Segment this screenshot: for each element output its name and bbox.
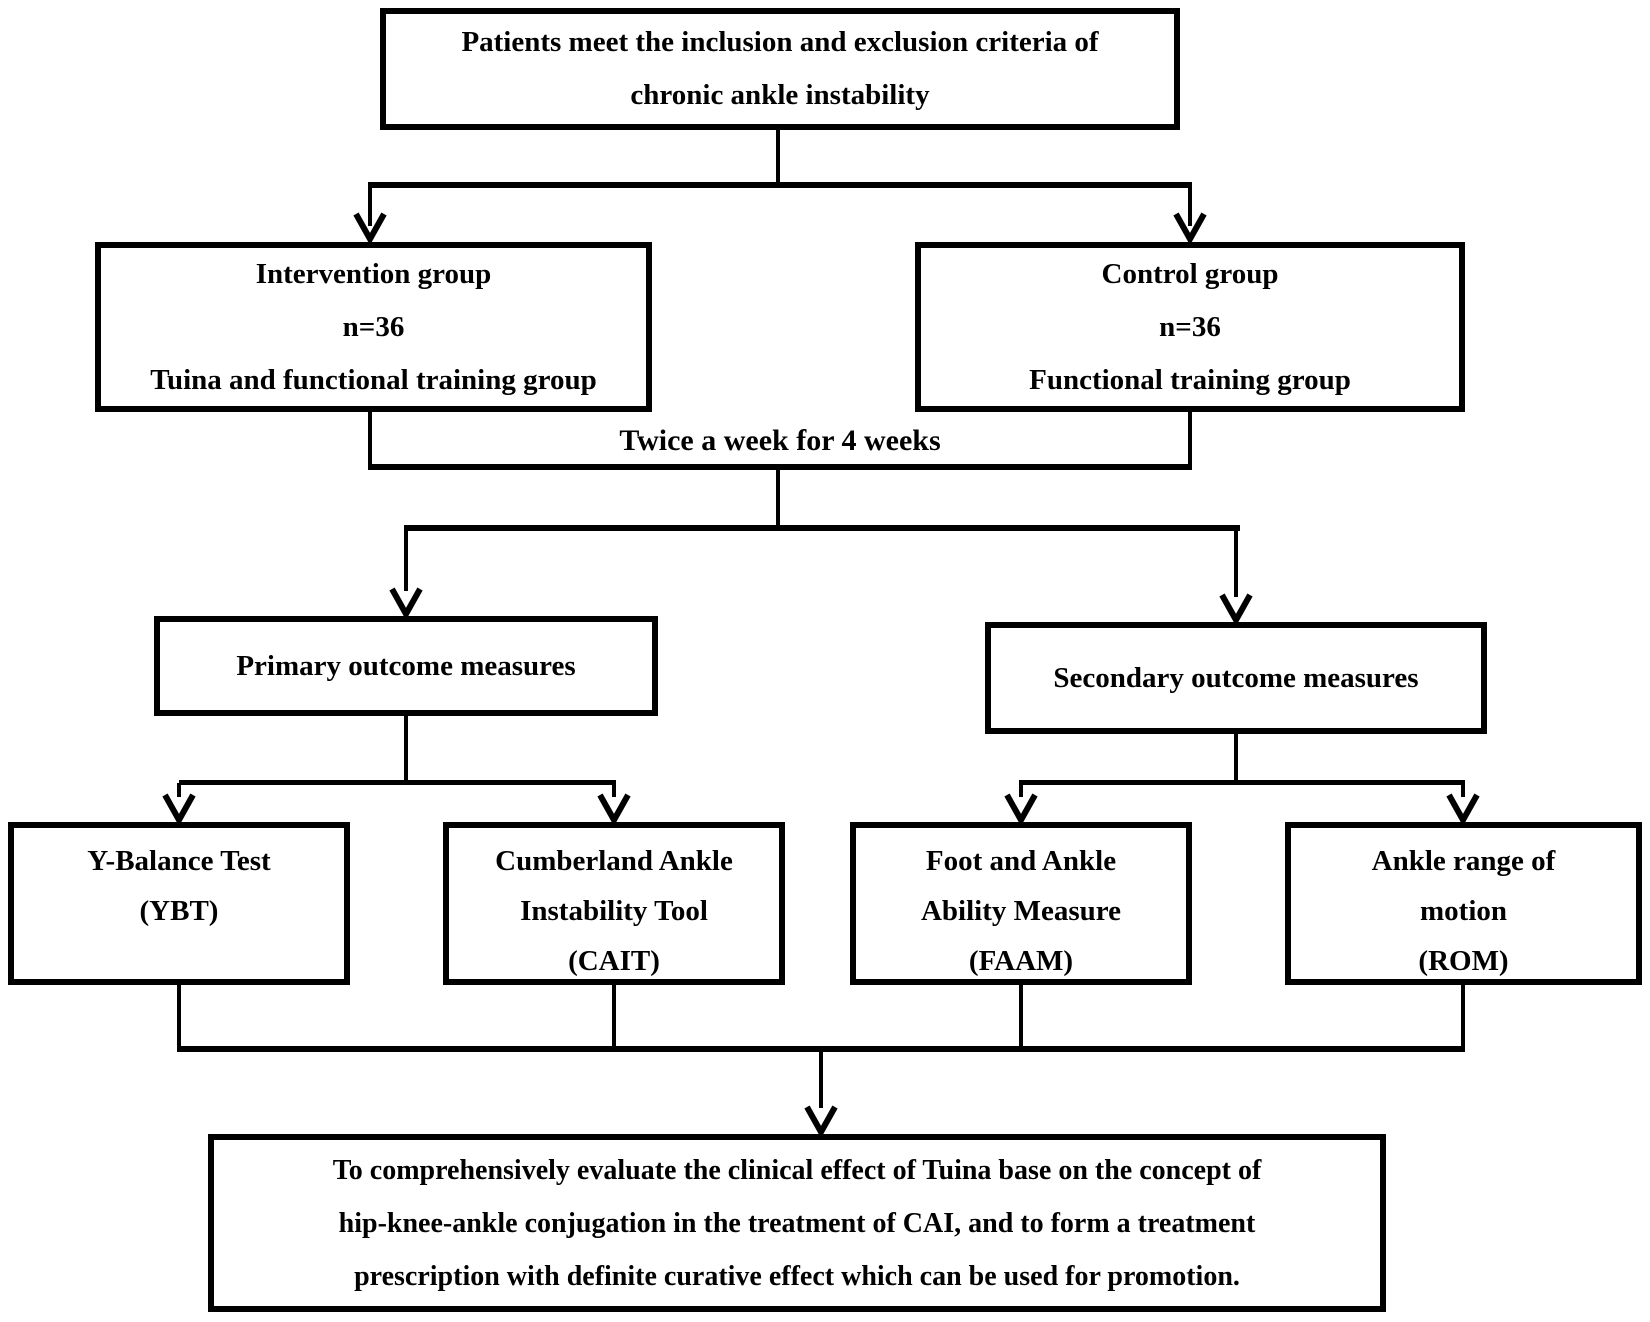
connector-control-down bbox=[1188, 412, 1192, 468]
connector-drop-control bbox=[1188, 186, 1192, 226]
node-ankle-range-of-motion: Ankle range of motion (ROM) bbox=[1285, 822, 1642, 985]
node-text-line: Ankle range of bbox=[1371, 845, 1556, 877]
node-y-balance-test: Y-Balance Test (YBT) bbox=[8, 822, 350, 985]
connector-collector-bar bbox=[177, 1046, 1465, 1052]
node-text-line: Patients meet the inclusion and exclusio… bbox=[461, 26, 1099, 58]
arrow-down-icon bbox=[353, 212, 387, 242]
node-text-line: hip-knee-ankle conjugation in the treatm… bbox=[338, 1207, 1256, 1239]
node-text-line: Instability Tool bbox=[520, 895, 708, 927]
connector-faam-down bbox=[1019, 985, 1023, 1048]
arrow-down-icon bbox=[162, 793, 196, 823]
node-text-line: Tuina and functional training group bbox=[150, 363, 597, 396]
connector-mid-stub bbox=[776, 470, 780, 527]
node-text-line: Functional training group bbox=[1029, 363, 1351, 396]
arrow-down-icon bbox=[1446, 793, 1480, 823]
node-text-line: Ability Measure bbox=[920, 895, 1122, 927]
connector-branch-secondary bbox=[1019, 780, 1465, 785]
node-intervention-group: Intervention group n=36 Tuina and functi… bbox=[95, 242, 652, 412]
node-text-line: (CAIT) bbox=[568, 945, 660, 977]
node-text-line: prescription with definite curative effe… bbox=[354, 1260, 1240, 1292]
connector-drop-secondary bbox=[1234, 531, 1238, 597]
node-text-line: chronic ankle instability bbox=[630, 79, 930, 111]
node-eligibility-criteria: Patients meet the inclusion and exclusio… bbox=[380, 8, 1180, 130]
node-text-line: motion bbox=[1420, 895, 1507, 927]
node-text-line: (YBT) bbox=[139, 895, 219, 927]
connector-drop-ybt bbox=[177, 783, 181, 797]
connector-cait-down bbox=[612, 985, 616, 1048]
edge-label-frequency: Twice a week for 4 weeks bbox=[619, 424, 941, 457]
connector-frequency-bar bbox=[368, 464, 1192, 470]
connector-top-stub bbox=[776, 130, 780, 184]
node-text-line: Foot and Ankle bbox=[925, 845, 1117, 877]
arrow-down-icon bbox=[804, 1105, 838, 1135]
connector-drop-rom bbox=[1461, 783, 1465, 797]
connector-primary-down bbox=[404, 716, 408, 782]
connector-split-outcomes bbox=[404, 525, 1240, 531]
node-text-line: Cumberland Ankle bbox=[495, 845, 733, 877]
node-secondary-outcome-measures: Secondary outcome measures bbox=[985, 622, 1487, 734]
connector-intervention-down bbox=[368, 412, 372, 468]
arrow-down-icon bbox=[1004, 793, 1038, 823]
arrow-down-icon bbox=[597, 793, 631, 823]
node-text-line: Y-Balance Test bbox=[87, 845, 271, 877]
connector-drop-primary bbox=[404, 531, 408, 591]
node-text-line: (FAAM) bbox=[968, 945, 1074, 977]
node-text-line: Secondary outcome measures bbox=[1053, 662, 1419, 694]
connector-goal-down bbox=[819, 1052, 823, 1108]
connector-ybt-down bbox=[177, 985, 181, 1048]
node-text-line: n=36 bbox=[1159, 310, 1221, 343]
connector-rom-down bbox=[1461, 985, 1465, 1048]
node-primary-outcome-measures: Primary outcome measures bbox=[154, 616, 658, 716]
node-text-line: n=36 bbox=[342, 310, 405, 343]
arrow-down-icon bbox=[1173, 212, 1207, 242]
arrow-down-icon bbox=[389, 587, 423, 617]
node-cumberland-ankle-instability-tool: Cumberland Ankle Instability Tool (CAIT) bbox=[443, 822, 785, 985]
node-control-group: Control group n=36 Functional training g… bbox=[915, 242, 1465, 412]
arrow-down-icon bbox=[1219, 593, 1253, 623]
connector-drop-intervention bbox=[368, 186, 372, 226]
connector-split-groups bbox=[368, 182, 1192, 188]
connector-secondary-down bbox=[1234, 734, 1238, 782]
node-text-line: Control group bbox=[1101, 257, 1279, 290]
connector-branch-primary bbox=[179, 780, 616, 785]
node-text-line: Primary outcome measures bbox=[236, 650, 576, 682]
node-text-line: (ROM) bbox=[1418, 945, 1509, 977]
connector-drop-cait bbox=[612, 783, 616, 797]
node-text-line: To comprehensively evaluate the clinical… bbox=[332, 1154, 1262, 1186]
node-foot-and-ankle-ability-measure: Foot and Ankle Ability Measure (FAAM) bbox=[850, 822, 1192, 985]
node-study-goal: To comprehensively evaluate the clinical… bbox=[208, 1134, 1386, 1312]
node-text-line: Intervention group bbox=[255, 257, 492, 290]
connector-drop-faam bbox=[1019, 783, 1023, 797]
